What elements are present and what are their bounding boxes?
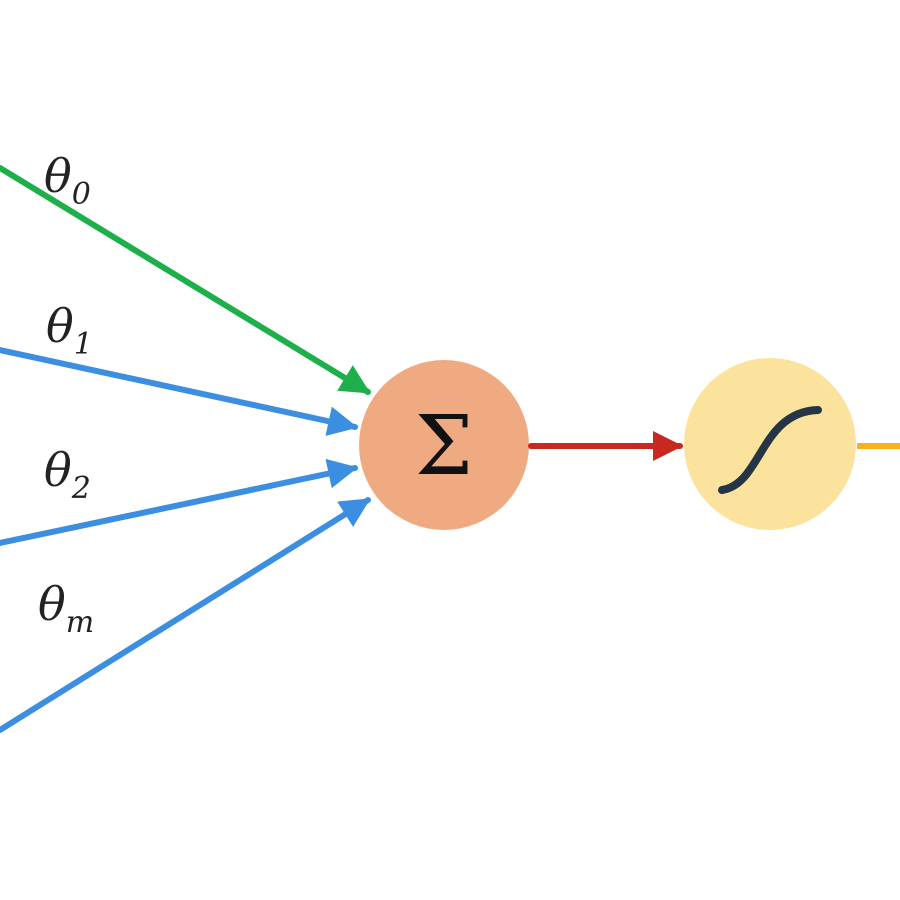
weight-label-theta-m: θm xyxy=(38,577,94,640)
weight-symbol: θ xyxy=(44,149,72,203)
weight-label-theta-0: θ0 xyxy=(44,149,91,212)
summation-symbol: Σ xyxy=(415,399,473,494)
weight-symbol: θ xyxy=(46,299,74,353)
weight-symbol: θ xyxy=(38,577,66,631)
weight-arrow-theta-0 xyxy=(0,165,371,395)
weight-arrow-theta-1 xyxy=(0,347,358,436)
weight-subscript: 1 xyxy=(74,327,93,362)
weight-label-theta-1: θ1 xyxy=(46,299,93,362)
weight-label-theta-2: θ2 xyxy=(44,443,91,506)
weight-subscript: 2 xyxy=(71,471,91,506)
weight-subscript: m xyxy=(66,605,94,640)
weight-symbol: θ xyxy=(44,443,72,497)
weight-arrow-theta-m xyxy=(0,497,371,733)
summation-node xyxy=(359,360,529,530)
sigmoid-curve-icon xyxy=(718,406,822,494)
weight-arrow-theta-2 xyxy=(0,458,358,546)
weight-subscript: 0 xyxy=(72,177,91,212)
